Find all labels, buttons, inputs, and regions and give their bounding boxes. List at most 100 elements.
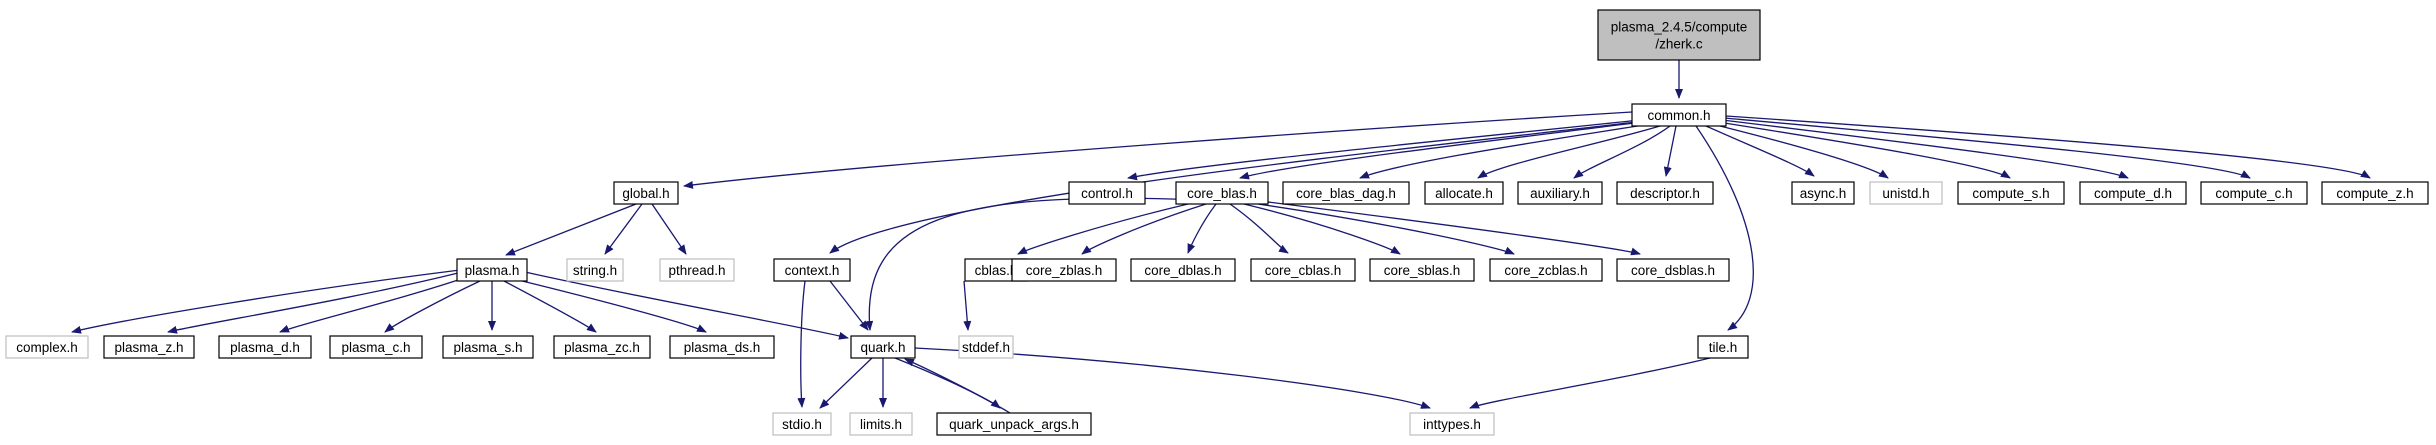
- node-plasma_zc[interactable]: plasma_zc.h: [553, 335, 651, 359]
- node-core_blas_dag[interactable]: core_blas_dag.h: [1282, 181, 1410, 205]
- node-box-tile: [1697, 335, 1749, 359]
- node-allocate[interactable]: allocate.h: [1424, 181, 1504, 205]
- node-label-global: global.h: [622, 186, 669, 201]
- node-label-core_blas: core_blas.h: [1187, 186, 1257, 201]
- node-plasma_c[interactable]: plasma_c.h: [329, 335, 423, 359]
- edge-common-to-compute_c: [1723, 117, 2251, 179]
- node-plasma[interactable]: plasma.h: [456, 258, 528, 282]
- node-label-control: control.h: [1081, 186, 1133, 201]
- node-label-string: string.h: [573, 263, 617, 278]
- node-compute_d[interactable]: compute_d.h: [2079, 181, 2187, 205]
- node-label-core_blas_dag: core_blas_dag.h: [1296, 186, 1396, 201]
- node-core_zblas[interactable]: core_zblas.h: [1011, 258, 1117, 282]
- node-root[interactable]: plasma_2.4.5/compute/zherk.c: [1597, 9, 1761, 61]
- node-compute_c[interactable]: compute_c.h: [2200, 181, 2308, 205]
- node-box-auxiliary: [1517, 181, 1603, 205]
- edge-core_blas-to-core_zblas: [1081, 203, 1207, 255]
- node-box-core_dsblas: [1616, 258, 1730, 282]
- node-context[interactable]: context.h: [773, 258, 851, 282]
- node-box-global: [613, 181, 679, 205]
- node-label-unistd: unistd.h: [1882, 186, 1929, 201]
- node-box-limits: [849, 412, 913, 436]
- edge-context-to-stdio: [797, 280, 806, 408]
- edge-plasma-to-plasma_zc: [503, 280, 597, 333]
- edge-quark-to-quark_unpack_args: [894, 357, 1001, 409]
- node-label-complex: complex.h: [16, 340, 78, 355]
- node-label-allocate: allocate.h: [1435, 186, 1493, 201]
- node-box-descriptor: [1616, 181, 1714, 205]
- node-box-plasma_z: [103, 335, 195, 359]
- node-label-core_zcblas: core_zcblas.h: [1504, 263, 1587, 278]
- node-box-quark: [850, 335, 916, 359]
- node-label-compute_z: compute_z.h: [2336, 186, 2413, 201]
- edge-cblas-to-stddef: [963, 280, 972, 331]
- node-box-complex: [5, 335, 89, 359]
- node-box-core_blas: [1175, 181, 1269, 205]
- node-compute_z[interactable]: compute_z.h: [2321, 181, 2429, 205]
- node-tile[interactable]: tile.h: [1697, 335, 1749, 359]
- node-box-compute_c: [2200, 181, 2308, 205]
- edge-core_blas-to-core_zcblas: [1257, 203, 1515, 255]
- node-box-stddef: [958, 335, 1014, 359]
- edge-global-to-string: [604, 203, 643, 255]
- node-box-core_dblas: [1130, 258, 1236, 282]
- node-box-compute_d: [2079, 181, 2187, 205]
- edge-core_blas-to-core_dsblas: [1267, 201, 1641, 256]
- edge-core_blas-to-core_dblas: [1187, 203, 1217, 254]
- node-label-core_zblas: core_zblas.h: [1026, 263, 1103, 278]
- node-quark_unpack_args[interactable]: quark_unpack_args.h: [936, 412, 1092, 436]
- node-complex: complex.h: [5, 335, 89, 359]
- node-core_sblas[interactable]: core_sblas.h: [1369, 258, 1475, 282]
- node-plasma_ds[interactable]: plasma_ds.h: [669, 335, 775, 359]
- node-box-core_sblas: [1369, 258, 1475, 282]
- node-core_dblas[interactable]: core_dblas.h: [1130, 258, 1236, 282]
- node-core_cblas[interactable]: core_cblas.h: [1250, 258, 1356, 282]
- edge-common-to-global: [683, 111, 1633, 189]
- node-control[interactable]: control.h: [1068, 181, 1146, 205]
- node-core_zcblas[interactable]: core_zcblas.h: [1489, 258, 1603, 282]
- node-pthread: pthread.h: [659, 258, 735, 282]
- edge-tile-to-inttypes: [1469, 357, 1711, 409]
- edge-core_blas-to-core_cblas: [1229, 203, 1289, 254]
- node-label-stdio: stdio.h: [782, 417, 822, 432]
- edge-common-to-unistd: [1711, 123, 1889, 179]
- edge-context-to-quark: [829, 280, 869, 331]
- edge-plasma-to-plasma_ds: [513, 278, 707, 333]
- edge-common-to-context: [829, 121, 1637, 254]
- node-compute_s[interactable]: compute_s.h: [1957, 181, 2065, 205]
- node-plasma_s[interactable]: plasma_s.h: [442, 335, 534, 359]
- node-limits: limits.h: [849, 412, 913, 436]
- node-common[interactable]: common.h: [1631, 103, 1727, 127]
- node-core_blas[interactable]: core_blas.h: [1175, 181, 1269, 205]
- edge-quark-to-stdio: [819, 357, 873, 409]
- node-box-context: [773, 258, 851, 282]
- edge-common-to-tile: [1695, 125, 1754, 331]
- node-core_dsblas[interactable]: core_dsblas.h: [1616, 258, 1730, 282]
- edge-common-to-async: [1705, 125, 1815, 177]
- edge-plasma-to-quark: [524, 271, 849, 340]
- node-box-stdio: [772, 412, 832, 436]
- node-async[interactable]: async.h: [1791, 181, 1855, 205]
- edge-plasma-to-plasma_z: [167, 271, 463, 334]
- node-label-stddef: stddef.h: [962, 340, 1010, 355]
- edge-global-to-plasma: [505, 203, 637, 256]
- edge-plasma-to-plasma_d: [279, 275, 471, 333]
- node-label-root: plasma_2.4.5/compute: [1611, 20, 1748, 35]
- node-label-quark: quark.h: [860, 340, 905, 355]
- node-label-plasma_d: plasma_d.h: [230, 340, 300, 355]
- node-global[interactable]: global.h: [613, 181, 679, 205]
- node-auxiliary[interactable]: auxiliary.h: [1517, 181, 1603, 205]
- node-label-plasma_s: plasma_s.h: [453, 340, 522, 355]
- node-box-plasma_ds: [669, 335, 775, 359]
- node-label-context: context.h: [785, 263, 840, 278]
- node-plasma_z[interactable]: plasma_z.h: [103, 335, 195, 359]
- node-box-compute_z: [2321, 181, 2429, 205]
- edge-common-to-auxiliary: [1573, 125, 1671, 179]
- node-descriptor[interactable]: descriptor.h: [1616, 181, 1714, 205]
- edge-plasma-to-complex: [71, 269, 461, 334]
- node-plasma_d[interactable]: plasma_d.h: [218, 335, 312, 359]
- edge-core_blas-to-cblas: [1017, 203, 1189, 255]
- node-label-inttypes: inttypes.h: [1423, 417, 1481, 432]
- edge-quark_unpack_args-to-quark: [904, 358, 1011, 414]
- node-quark[interactable]: quark.h: [850, 335, 916, 359]
